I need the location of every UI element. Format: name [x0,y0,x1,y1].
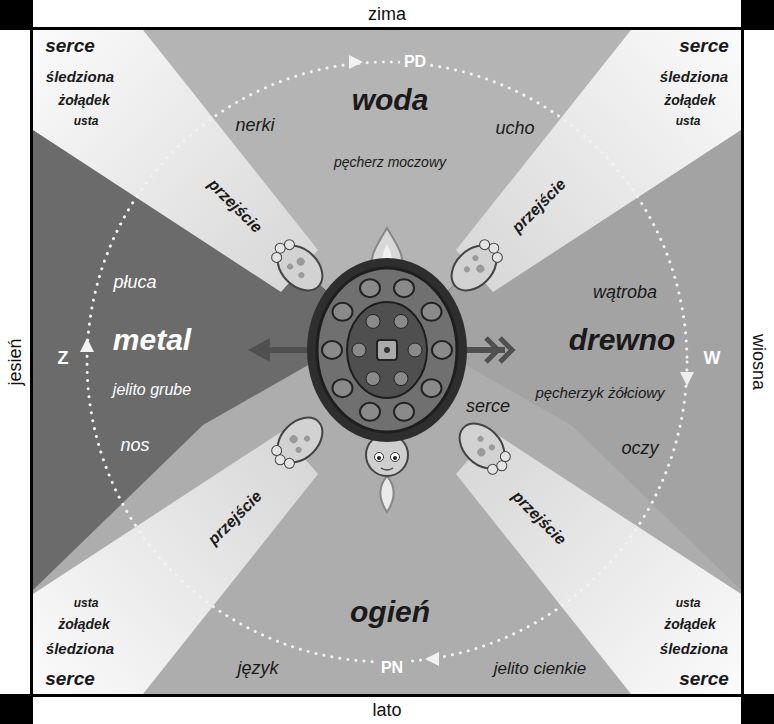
region-text: jelito grube [113,382,191,398]
region-text: serce [466,397,510,415]
region-shape [33,30,741,694]
band-text: śledziona [46,641,114,656]
region-text: płuca [113,273,156,291]
region-shape [33,30,741,694]
region-text: oczy [621,439,658,457]
band-text: usta [74,597,99,609]
region-text: woda [352,85,429,115]
band-text: serce [45,36,95,55]
band-text: żołądek [664,617,715,631]
region-text: metal [113,325,191,355]
region-text: jelito cienkie [494,660,587,677]
transition-band: serce śledziona żołądek usta przejście [33,30,741,694]
region-shape [33,30,741,694]
direction-label: Z [54,347,73,369]
region-text: język [237,659,278,677]
region-shape [33,30,741,694]
band-text: przejście [509,488,569,548]
region-text: nerki [235,116,274,134]
band-text: żołądek [664,93,715,107]
direction-label: PN [377,658,407,678]
band-text: przejście [205,176,265,236]
transition-band: serce śledziona żołądek usta przejście [33,30,741,694]
season-label: lato [372,701,401,719]
direction-label: PD [400,52,430,72]
direction-label: W [700,347,725,369]
region-text: pęcherzyk żółciowy [535,385,664,400]
transition-band: przejście usta żołądek śledziona serce [33,30,741,694]
element-region: woda nerki ucho pęcherz moczowy [33,30,741,694]
band-text: serce [679,669,729,688]
band-text: przejście [205,488,265,548]
region-shape [33,30,741,694]
season-label: zima [368,5,406,23]
season-label: wiosna [750,334,768,390]
band-text: przejście [509,176,569,236]
season-label: jesień [6,338,24,385]
band-text: śledziona [660,69,728,84]
region-shape [33,30,741,694]
region-text: nos [120,436,149,454]
band-text: żołądek [58,617,109,631]
transition-band: przejście usta żołądek śledziona serce [33,30,741,694]
band-text: serce [679,36,729,55]
region-text: pęcherz moczowy [334,155,446,169]
element-region: płuca metal jelito grube nos [33,30,741,694]
region-text: drewno [569,325,676,355]
region-shape [33,30,741,694]
band-text: usta [676,597,701,609]
region-text: ogień [350,597,430,627]
band-text: żołądek [58,93,109,107]
region-shape [33,30,741,694]
band-text: śledziona [660,641,728,656]
region-text: ucho [495,119,534,137]
element-region: wątroba drewno pęcherzyk żółciowy oczy [33,30,741,694]
band-text: serce [45,669,95,688]
band-text: usta [74,115,99,127]
band-text: śledziona [46,69,114,84]
region-text: wątroba [593,283,657,301]
band-text: usta [676,115,701,127]
element-region: serce ogień język jelito cienkie [33,30,741,694]
